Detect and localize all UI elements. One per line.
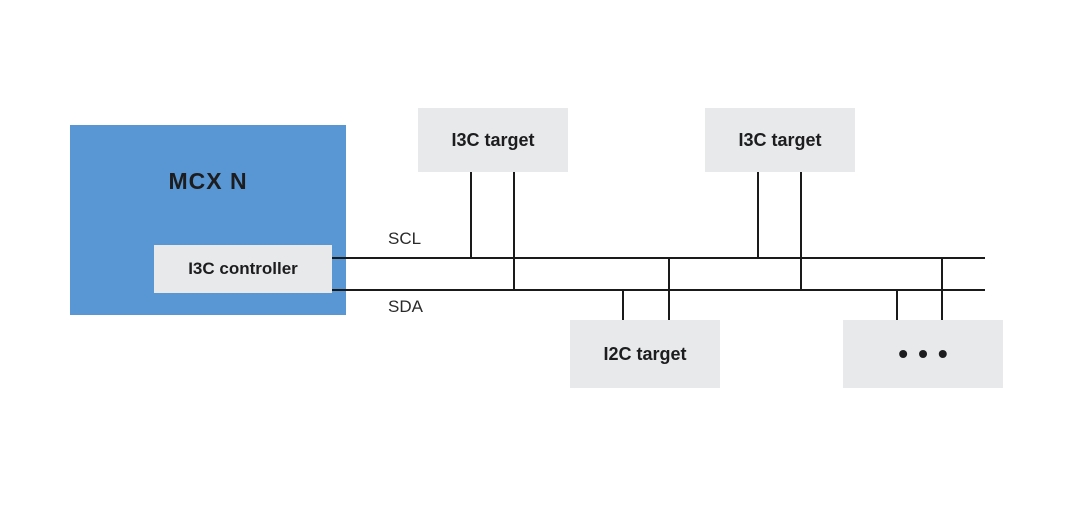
wire-i2c-target-sda (622, 289, 624, 320)
more-targets-block: ••• (843, 320, 1003, 388)
wire-i3c-target-1-scl (470, 172, 472, 259)
sda-bus-line (332, 289, 985, 291)
i3c-controller-label: I3C controller (188, 259, 298, 278)
i3c-target-1-label: I3C target (451, 129, 535, 150)
i3c-target-2-label: I3C target (738, 129, 822, 150)
i3c-controller-block: I3C controller (154, 245, 332, 293)
mcx-n-label: MCX N (168, 168, 248, 194)
i3c-target-block-2: I3C target (705, 108, 855, 172)
i3c-target-block-1: I3C target (418, 108, 568, 172)
wire-i3c-target-1-sda (513, 172, 515, 291)
i2c-target-label: I2C target (603, 343, 687, 364)
wire-i3c-target-2-scl (757, 172, 759, 259)
scl-bus-line (332, 257, 985, 259)
i2c-target-block: I2C target (570, 320, 720, 388)
wire-more-targets-sda (896, 289, 898, 320)
ellipsis-label: ••• (898, 338, 958, 369)
wire-i2c-target-scl (668, 257, 670, 320)
wire-i3c-target-2-sda (800, 172, 802, 291)
scl-label: SCL (388, 229, 422, 248)
wire-more-targets-scl (941, 257, 943, 320)
sda-label: SDA (388, 297, 423, 316)
